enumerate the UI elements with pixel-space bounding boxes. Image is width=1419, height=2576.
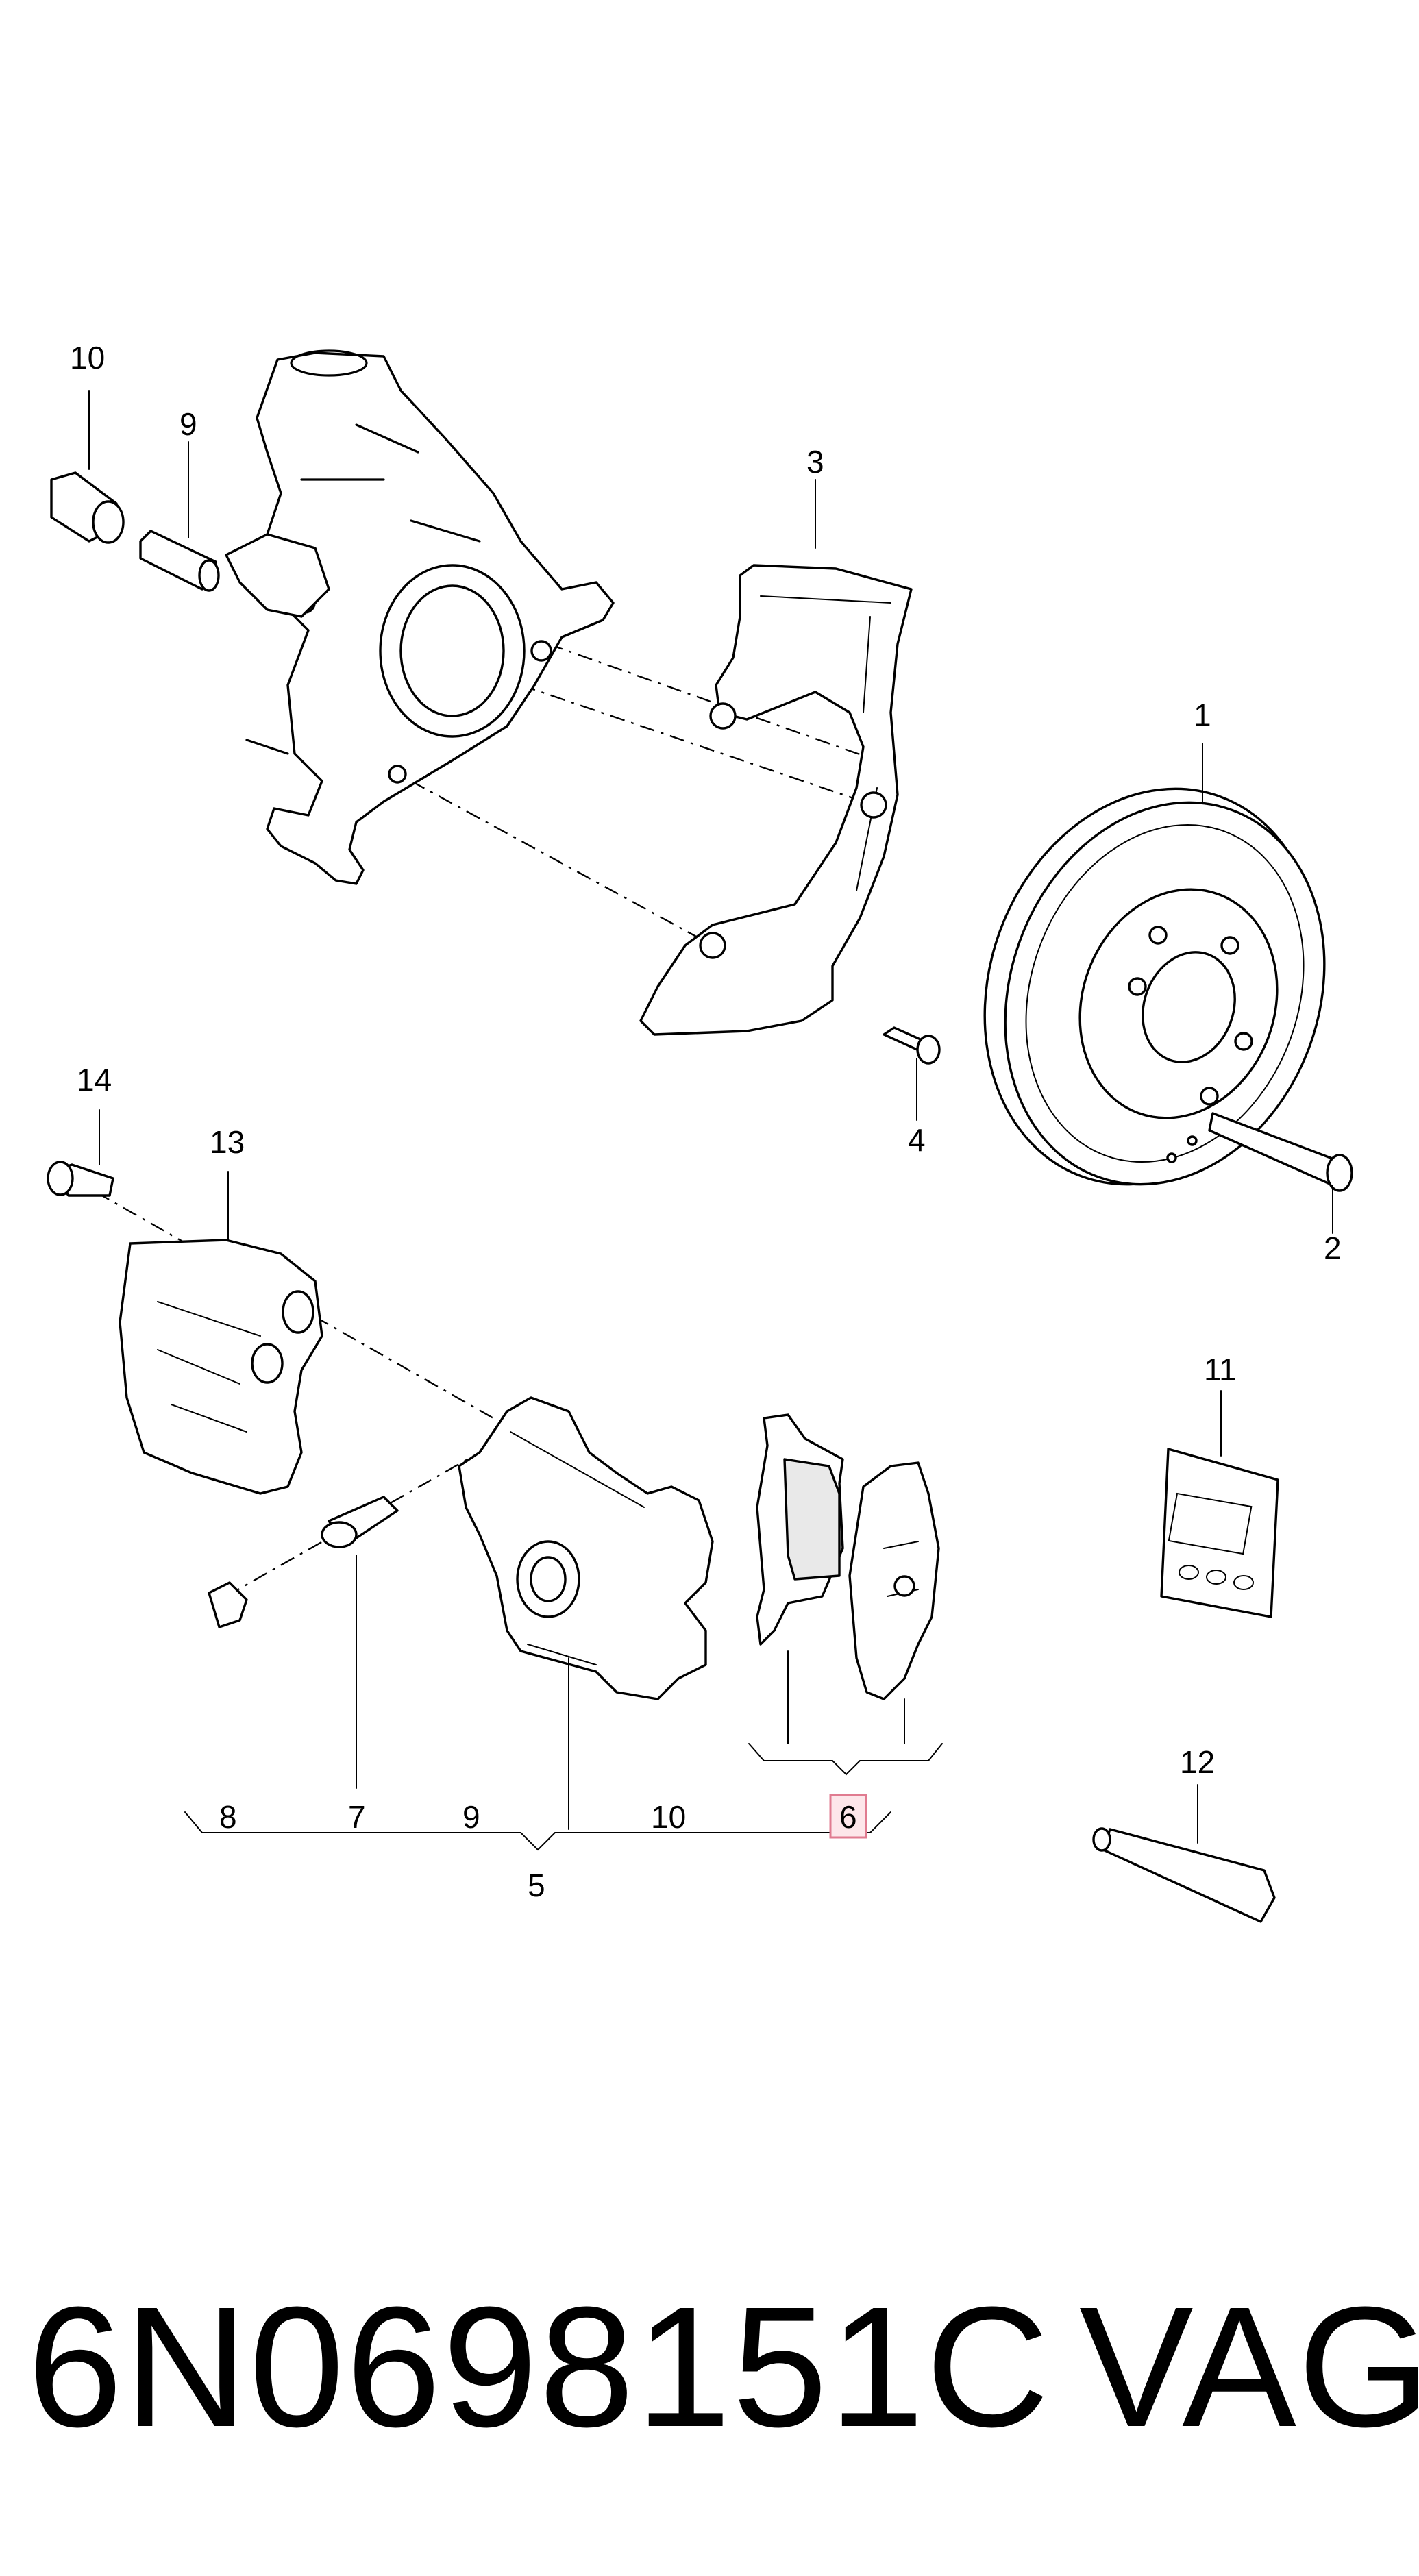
- callout-labels: 10 9 3 1 4 2 14 13 11 12 8 7 9 10 6 5: [70, 340, 1342, 1903]
- bleed-screw-part-7: [321, 1496, 399, 1548]
- bolt-part-14: [47, 1161, 114, 1197]
- grease-tube-part-12: [1092, 1827, 1276, 1923]
- callout-8: 8: [219, 1799, 237, 1835]
- brake-pads-part-6: [756, 1413, 940, 1700]
- callout-6: 6: [839, 1799, 857, 1835]
- brake-disc-part-1: [983, 787, 1326, 1186]
- disc-screw-part-2: [1208, 1112, 1353, 1192]
- caliper-cover-part-13: [119, 1239, 323, 1495]
- group-callout-9: 9: [462, 1799, 480, 1835]
- callout-3: 3: [806, 444, 824, 480]
- brand-text: VAG: [1079, 2271, 1419, 2462]
- pin-part-9: [139, 530, 220, 592]
- callout-12: 12: [1180, 1744, 1215, 1780]
- splash-shield-part-3: [639, 564, 913, 1036]
- callout-7: 7: [348, 1799, 366, 1835]
- leader-lines: [88, 390, 1333, 1851]
- bleed-cap-part-8: [208, 1581, 248, 1628]
- callout-6-highlight: [829, 1794, 867, 1839]
- callout-9: 9: [180, 406, 197, 442]
- part-number-text: 6N0698151C: [27, 2271, 1051, 2462]
- callout-13: 13: [210, 1124, 245, 1160]
- bushing-part-10: [50, 471, 125, 544]
- screw-part-4: [883, 1026, 941, 1065]
- callout-5: 5: [528, 1868, 545, 1903]
- brake-caliper-part-5: [458, 1396, 714, 1700]
- steering-knuckle: [225, 349, 615, 885]
- callout-14: 14: [77, 1062, 112, 1098]
- repair-kit-part-11: [1160, 1448, 1279, 1618]
- callout-10: 10: [70, 340, 105, 375]
- callout-11: 11: [1204, 1352, 1237, 1387]
- callout-4: 4: [908, 1122, 926, 1158]
- callout-2: 2: [1324, 1230, 1342, 1266]
- callout-1: 1: [1194, 697, 1211, 733]
- group-callout-10: 10: [651, 1799, 686, 1835]
